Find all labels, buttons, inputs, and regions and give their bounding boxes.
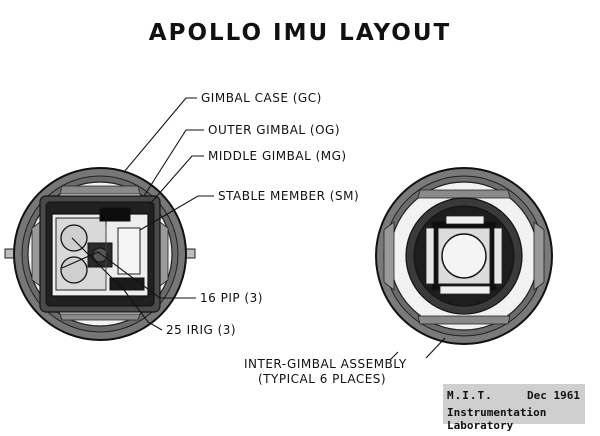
stamp-date: Dec 1961: [527, 389, 580, 402]
right-sm-sphere: [441, 233, 487, 279]
right-imu: [375, 167, 553, 345]
mit-stamp: M.I.T. Dec 1961 Instrumentation Laborato…: [443, 384, 585, 432]
label-irig: 25 IRIG (3): [166, 323, 236, 337]
label-stable-member: STABLE MEMBER (SM): [218, 189, 359, 203]
stamp-org: M.I.T.: [447, 389, 493, 402]
irig-1: [60, 224, 88, 252]
label-inter-gimbal-note: (TYPICAL 6 PLACES): [258, 372, 386, 386]
leader-lines: [61, 97, 446, 361]
sm-top-component: [99, 207, 131, 222]
label-middle-gimbal: MIDDLE GIMBAL (MG): [208, 149, 347, 163]
stamp-lab: Instrumentation Laboratory: [447, 406, 547, 432]
labels: GIMBAL CASE (GC) OUTER GIMBAL (OG) MIDDL…: [166, 91, 407, 386]
label-inter-gimbal: INTER-GIMBAL ASSEMBLY: [244, 357, 407, 371]
right-stub: [185, 248, 196, 259]
label-outer-gimbal: OUTER GIMBAL (OG): [208, 123, 340, 137]
irig-2: [60, 256, 88, 284]
label-pip: 16 PIP (3): [200, 291, 263, 305]
diagram-title: APOLLO IMU LAYOUT: [148, 20, 452, 46]
label-gimbal-case: GIMBAL CASE (GC): [201, 91, 322, 105]
